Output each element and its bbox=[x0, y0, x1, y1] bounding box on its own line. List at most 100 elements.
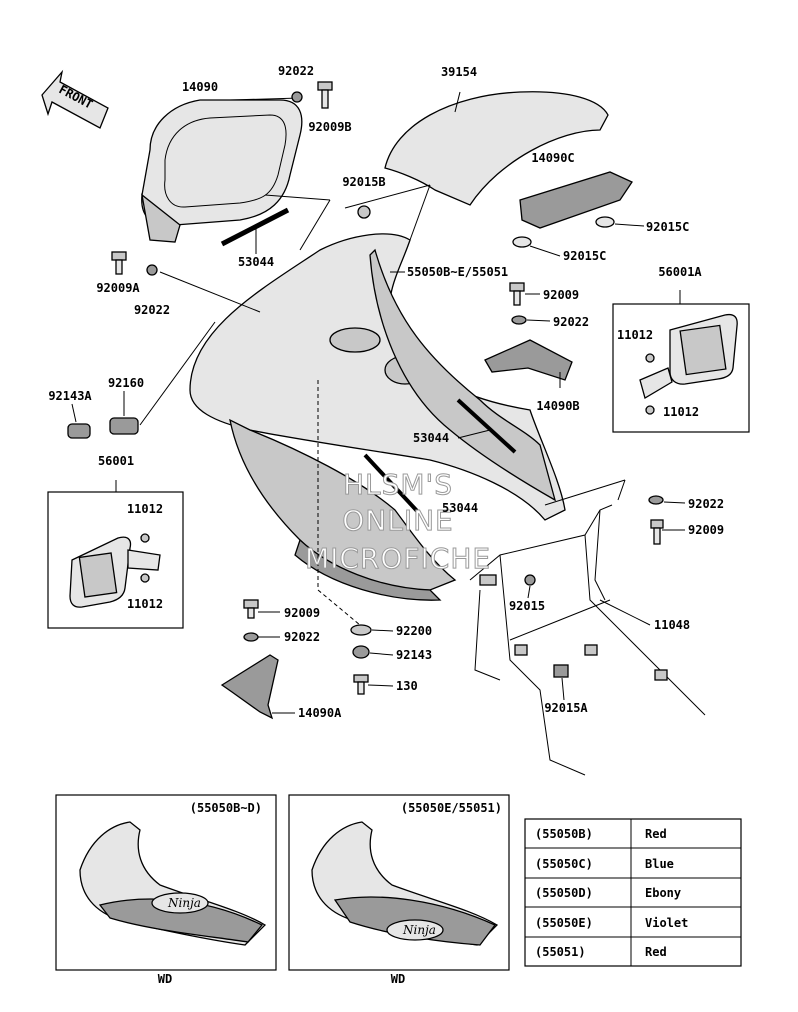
label-92009-b: 92009 bbox=[284, 606, 320, 620]
leader bbox=[139, 321, 216, 426]
color-table-color-3: Ebony bbox=[645, 886, 681, 900]
leader bbox=[229, 97, 301, 101]
mirror-56001A-box bbox=[612, 303, 750, 433]
leader bbox=[599, 599, 651, 626]
windshield-part bbox=[384, 91, 609, 206]
leader bbox=[344, 184, 431, 209]
leader bbox=[529, 245, 561, 257]
leader bbox=[369, 652, 394, 656]
color-table-color-5: Red bbox=[645, 945, 667, 959]
washer-92022-b bbox=[243, 632, 259, 642]
front-arrow-icon: FRONT bbox=[41, 69, 109, 129]
label-56001: 56001 bbox=[98, 454, 134, 468]
color-table-part-2: (55050C) bbox=[535, 857, 593, 871]
color-table-color-1: Red bbox=[645, 827, 667, 841]
leader bbox=[457, 429, 491, 439]
label-92009B: 92009B bbox=[308, 120, 351, 134]
leader bbox=[617, 479, 626, 501]
label-92160: 92160 bbox=[108, 376, 144, 390]
label-92009-r: 92009 bbox=[543, 288, 579, 302]
variant-right-logo: Ninja bbox=[402, 923, 436, 937]
washer-92022-left bbox=[146, 264, 158, 276]
label-39154: 39154 bbox=[441, 65, 477, 79]
label-92015B: 92015B bbox=[342, 175, 385, 189]
variant-right-title: (55050E/55051) bbox=[401, 801, 502, 815]
label-92143: 92143 bbox=[396, 648, 432, 662]
label-92015C-a: 92015C bbox=[646, 220, 689, 234]
bracket-14090B-part bbox=[484, 339, 573, 381]
grommet-92015B bbox=[357, 205, 371, 219]
leader bbox=[614, 223, 645, 227]
upper-cowl-part bbox=[189, 233, 566, 601]
label-92022-top: 92022 bbox=[278, 64, 314, 78]
bracket-14090C-part bbox=[519, 171, 633, 229]
meter-cover-part bbox=[141, 99, 303, 243]
leader bbox=[409, 184, 431, 241]
leader bbox=[367, 684, 394, 687]
variant-left-title: (55050B~D) bbox=[190, 801, 262, 815]
leader bbox=[264, 194, 331, 201]
variant-right-caption: WD bbox=[391, 972, 405, 986]
washer-92022-rr bbox=[648, 495, 664, 505]
variant-box-left bbox=[55, 794, 277, 971]
watermark-line-1: HLSM'S bbox=[343, 468, 453, 501]
label-92022-b: 92022 bbox=[284, 630, 320, 644]
stay-11048-part bbox=[469, 504, 706, 776]
label-92143A: 92143A bbox=[48, 389, 92, 403]
label-11048: 11048 bbox=[654, 618, 690, 632]
watermark-line-3: MICROFICHE bbox=[305, 542, 491, 575]
label-55050: 55050B~E/55051 bbox=[407, 265, 508, 279]
leader bbox=[526, 319, 551, 322]
label-14090A: 14090A bbox=[298, 706, 342, 720]
label-92022-rr: 92022 bbox=[688, 497, 724, 511]
strip-53044-top bbox=[220, 207, 290, 247]
variant-left-logo: Ninja bbox=[167, 896, 201, 910]
leader bbox=[527, 585, 531, 599]
label-92022-left: 92022 bbox=[134, 303, 170, 317]
color-table-color-2: Blue bbox=[645, 857, 674, 871]
bolt-92009-r bbox=[509, 282, 525, 306]
color-table: (55050B) Red (55050C) Blue (55050D) Ebon… bbox=[524, 818, 742, 967]
damper-92160 bbox=[109, 417, 139, 435]
washer-92200 bbox=[350, 624, 372, 636]
leader bbox=[371, 629, 394, 632]
watermark-line-2: ONLINE bbox=[342, 504, 453, 537]
variant-right-cowl: Ninja bbox=[311, 821, 499, 946]
leader bbox=[544, 479, 626, 506]
label-92200: 92200 bbox=[396, 624, 432, 638]
variant-box-right bbox=[288, 794, 510, 971]
label-14090B: 14090B bbox=[536, 399, 579, 413]
bolt-130 bbox=[353, 674, 369, 695]
strip-53044-low bbox=[363, 453, 420, 514]
washer-92022-r bbox=[511, 315, 527, 325]
label-53044-low: 53044 bbox=[442, 501, 478, 515]
label-14090: 14090 bbox=[182, 80, 218, 94]
nut-92143 bbox=[352, 645, 370, 659]
label-92015C-b: 92015C bbox=[563, 249, 606, 263]
label-11012-c: 11012 bbox=[127, 502, 163, 516]
variant-left-caption: WD bbox=[158, 972, 172, 986]
label-53044-top: 53044 bbox=[238, 255, 274, 269]
leader bbox=[71, 403, 77, 423]
label-130: 130 bbox=[396, 679, 418, 693]
label-56001A: 56001A bbox=[658, 265, 702, 279]
nut-92015A bbox=[553, 664, 569, 678]
bolt-92009A bbox=[111, 251, 127, 275]
label-11012-a: 11012 bbox=[617, 328, 653, 342]
label-53044-mid: 53044 bbox=[413, 431, 449, 445]
label-92009A: 92009A bbox=[96, 281, 140, 295]
label-11012-b: 11012 bbox=[663, 405, 699, 419]
variant-left-cowl: Ninja bbox=[79, 821, 267, 946]
label-92015: 92015 bbox=[509, 599, 545, 613]
label-11012-d: 11012 bbox=[127, 597, 163, 611]
nut-92015C-b bbox=[512, 236, 532, 248]
leader bbox=[663, 501, 686, 504]
color-table-part-5: (55051) bbox=[535, 945, 586, 959]
label-14090C: 14090C bbox=[531, 151, 574, 165]
label-92022-r: 92022 bbox=[553, 315, 589, 329]
color-table-color-4: Violet bbox=[645, 916, 688, 930]
color-table-part-4: (55050E) bbox=[535, 916, 593, 930]
bracket-14090A-part bbox=[220, 654, 279, 720]
color-table-part-1: (55050B) bbox=[535, 827, 593, 841]
